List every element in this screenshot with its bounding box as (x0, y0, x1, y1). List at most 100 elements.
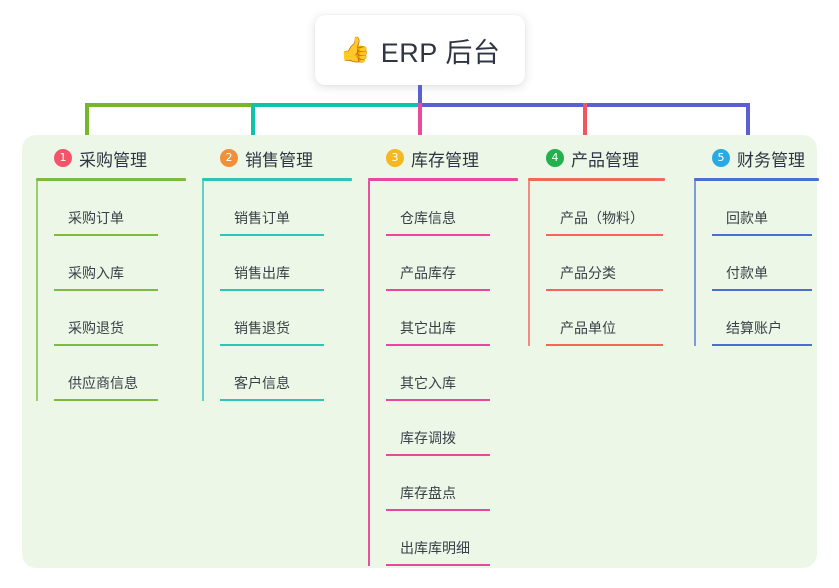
list-item[interactable]: 产品单位 (546, 291, 688, 346)
column-items: 产品（物料） 产品分类产品单位 (528, 181, 688, 346)
list-item[interactable]: 回款单 (712, 181, 834, 236)
column-spine (202, 181, 204, 401)
list-item[interactable]: 销售退货 (220, 291, 352, 346)
thumbs-up-icon: 👍 (339, 35, 371, 64)
list-item-label: 库存调拨 (400, 430, 456, 446)
list-item-label: 供应商信息 (68, 375, 138, 391)
list-item-rule (546, 234, 663, 236)
list-item-rule (220, 289, 324, 291)
list-item[interactable]: 产品分类 (546, 236, 688, 291)
connector-drop-3 (418, 103, 422, 148)
list-item[interactable]: 库存调拨 (386, 401, 518, 456)
list-item[interactable]: 销售订单 (220, 181, 352, 236)
list-item-rule (712, 234, 812, 236)
list-item-rule (220, 234, 324, 236)
list-item[interactable]: 产品库存 (386, 236, 518, 291)
column-header-1[interactable]: 1 采购管理 (36, 143, 186, 173)
connector-drop-5 (746, 103, 750, 148)
list-item-rule (712, 344, 812, 346)
list-item[interactable]: 付款单 (712, 236, 834, 291)
page-title: ERP 后台 (380, 37, 501, 68)
list-item-label: 仓库信息 (400, 210, 456, 226)
list-item-rule (386, 289, 490, 291)
list-item[interactable]: 供应商信息 (54, 346, 186, 401)
list-item-label: 产品库存 (400, 265, 456, 281)
list-item-label: 销售出库 (234, 265, 290, 281)
column-header-rule (368, 178, 518, 181)
list-item-label: 其它入库 (400, 375, 456, 391)
list-item-label: 采购退货 (68, 320, 124, 336)
list-item-label: 销售退货 (234, 320, 290, 336)
root-title-content: 👍 ERP 后台 (340, 31, 501, 70)
column-items: 仓库信息产品库存其它出库其它入库库存调拨库存盘点出库库明细 (368, 181, 518, 566)
list-item-label: 付款单 (726, 265, 768, 281)
list-item-label: 产品（物料） (560, 210, 644, 226)
list-item[interactable]: 客户信息 (220, 346, 352, 401)
list-item[interactable]: 采购入库 (54, 236, 186, 291)
column-number-badge: 5 (712, 149, 730, 167)
column-header-rule (36, 178, 186, 181)
list-item-rule (386, 454, 490, 456)
list-item[interactable]: 其它入库 (386, 346, 518, 401)
column-items: 采购订单采购入库采购退货供应商信息 (36, 181, 186, 401)
column-title: 财务管理 (737, 150, 805, 170)
column-header-rule (202, 178, 352, 181)
list-item[interactable]: 采购订单 (54, 181, 186, 236)
root-title-card: 👍 ERP 后台 (315, 15, 525, 85)
list-item[interactable]: 库存盘点 (386, 456, 518, 511)
list-item-label: 出库库明细 (400, 540, 470, 556)
list-item-rule (220, 399, 324, 401)
list-item[interactable]: 出库库明细 (386, 511, 518, 566)
list-item[interactable]: 采购退货 (54, 291, 186, 346)
list-item-rule (546, 344, 663, 346)
connector-drop-2 (251, 103, 255, 148)
column-spine (36, 181, 38, 401)
column-header-rule (694, 178, 819, 181)
column-number-badge: 3 (386, 149, 404, 167)
list-item-rule (386, 234, 490, 236)
list-item-label: 库存盘点 (400, 485, 456, 501)
column-number-badge: 2 (220, 149, 238, 167)
list-item-label: 其它出库 (400, 320, 456, 336)
column-title: 库存管理 (411, 150, 479, 170)
connector-drop-4 (583, 103, 587, 148)
column-title: 采购管理 (79, 150, 147, 170)
list-item-label: 产品分类 (560, 265, 616, 281)
column-spine (694, 181, 696, 346)
connector-bar-segment-1 (85, 103, 253, 107)
list-item[interactable]: 产品（物料） (546, 181, 688, 236)
column-number-badge: 4 (546, 149, 564, 167)
column-title: 产品管理 (571, 150, 639, 170)
list-item[interactable]: 结算账户 (712, 291, 834, 346)
diagram-panel (22, 135, 817, 568)
list-item-label: 回款单 (726, 210, 768, 226)
column-5: 5 财务管理回款单付款单结算账户 (694, 143, 834, 346)
list-item[interactable]: 销售出库 (220, 236, 352, 291)
column-header-4[interactable]: 4 产品管理 (528, 143, 688, 173)
list-item-rule (220, 344, 324, 346)
list-item-label: 采购入库 (68, 265, 124, 281)
column-items: 销售订单销售出库销售退货客户信息 (202, 181, 352, 401)
list-item[interactable]: 其它出库 (386, 291, 518, 346)
list-item-rule (54, 234, 158, 236)
column-header-3[interactable]: 3 库存管理 (368, 143, 518, 173)
list-item-label: 产品单位 (560, 320, 616, 336)
column-header-rule (528, 178, 665, 181)
list-item-label: 结算账户 (726, 320, 782, 336)
list-item[interactable]: 仓库信息 (386, 181, 518, 236)
column-3: 3 库存管理仓库信息产品库存其它出库其它入库库存调拨库存盘点出库库明细 (368, 143, 518, 566)
column-1: 1 采购管理采购订单采购入库采购退货供应商信息 (36, 143, 186, 401)
list-item-rule (712, 289, 812, 291)
list-item-label: 客户信息 (234, 375, 290, 391)
root-stem-connector (418, 85, 422, 106)
column-spine (368, 181, 370, 566)
column-number-badge: 1 (54, 149, 72, 167)
column-spine (528, 181, 530, 346)
column-header-5[interactable]: 5 财务管理 (694, 143, 834, 173)
list-item-rule (546, 289, 663, 291)
list-item-rule (54, 289, 158, 291)
list-item-rule (386, 399, 490, 401)
